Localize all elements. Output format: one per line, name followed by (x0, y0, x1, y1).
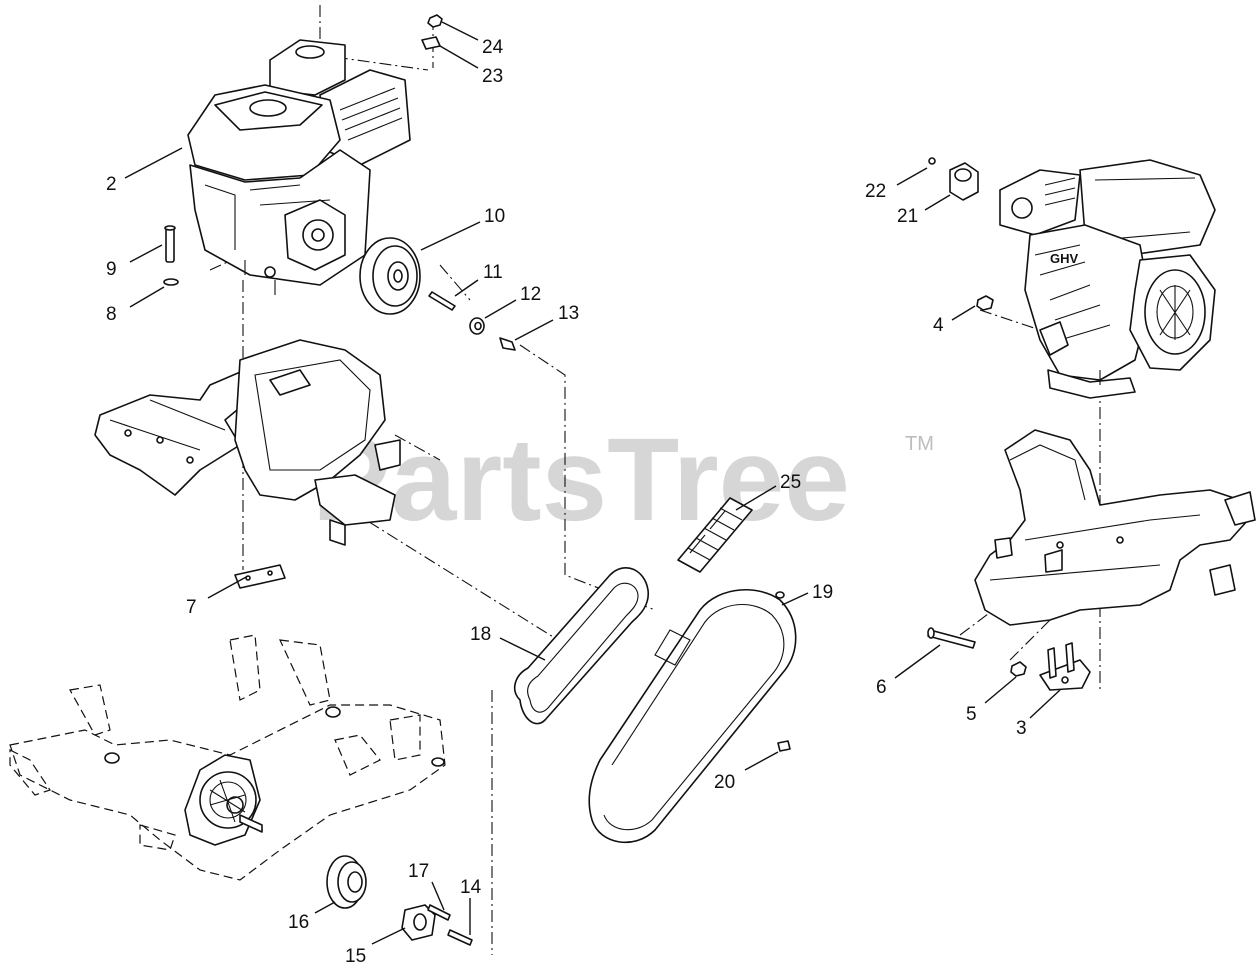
pulley-assembly (359, 237, 516, 351)
callout-16: 16 (288, 912, 309, 933)
callout-5: 5 (966, 704, 977, 725)
callout-19: 19 (812, 582, 833, 603)
callout-25: 25 (780, 472, 801, 493)
engine-right: GHV (999, 159, 1216, 399)
engine-left (187, 39, 411, 295)
callout-9: 9 (106, 259, 117, 280)
callout-11: 11 (483, 262, 503, 283)
callout-20: 20 (714, 772, 735, 793)
callout-14: 14 (460, 877, 482, 898)
callout-10: 10 (484, 206, 505, 227)
callout-3: 3 (1016, 718, 1027, 739)
callout-7: 7 (186, 597, 197, 618)
callout-18: 18 (470, 624, 491, 645)
right-small-parts (928, 157, 994, 311)
engine-badge-text: GHV (1050, 251, 1079, 266)
belt-cover-19 (588, 589, 797, 844)
callout-6: 6 (876, 677, 887, 698)
watermark: PartsTree TM (312, 414, 934, 546)
callout-labels: 24 23 2 10 9 11 12 8 13 22 21 4 25 7 19 … (106, 37, 1027, 967)
watermark-text: PartsTree (312, 414, 850, 546)
callout-22: 22 (865, 181, 886, 202)
callout-13: 13 (558, 303, 579, 324)
filter-25 (677, 497, 753, 573)
base-frame (9, 634, 446, 881)
callout-23: 23 (482, 66, 503, 87)
frame-left (94, 339, 401, 546)
leader-lines (124, 21, 1061, 945)
callout-21: 21 (897, 206, 918, 227)
callout-15: 15 (345, 946, 366, 967)
small-fasteners-top (421, 14, 443, 50)
frame-right (974, 429, 1256, 626)
callout-4: 4 (933, 315, 944, 336)
callout-12: 12 (520, 284, 541, 305)
callout-17: 17 (408, 861, 429, 882)
bolt-and-washer-9-8 (163, 225, 179, 286)
callout-2: 2 (106, 174, 117, 195)
callout-24: 24 (482, 37, 504, 58)
watermark-trademark: TM (905, 433, 934, 455)
callout-8: 8 (106, 304, 117, 325)
belt-18 (513, 567, 650, 725)
lower-pulley-assembly (326, 855, 473, 946)
right-mount-hardware (927, 627, 1091, 691)
